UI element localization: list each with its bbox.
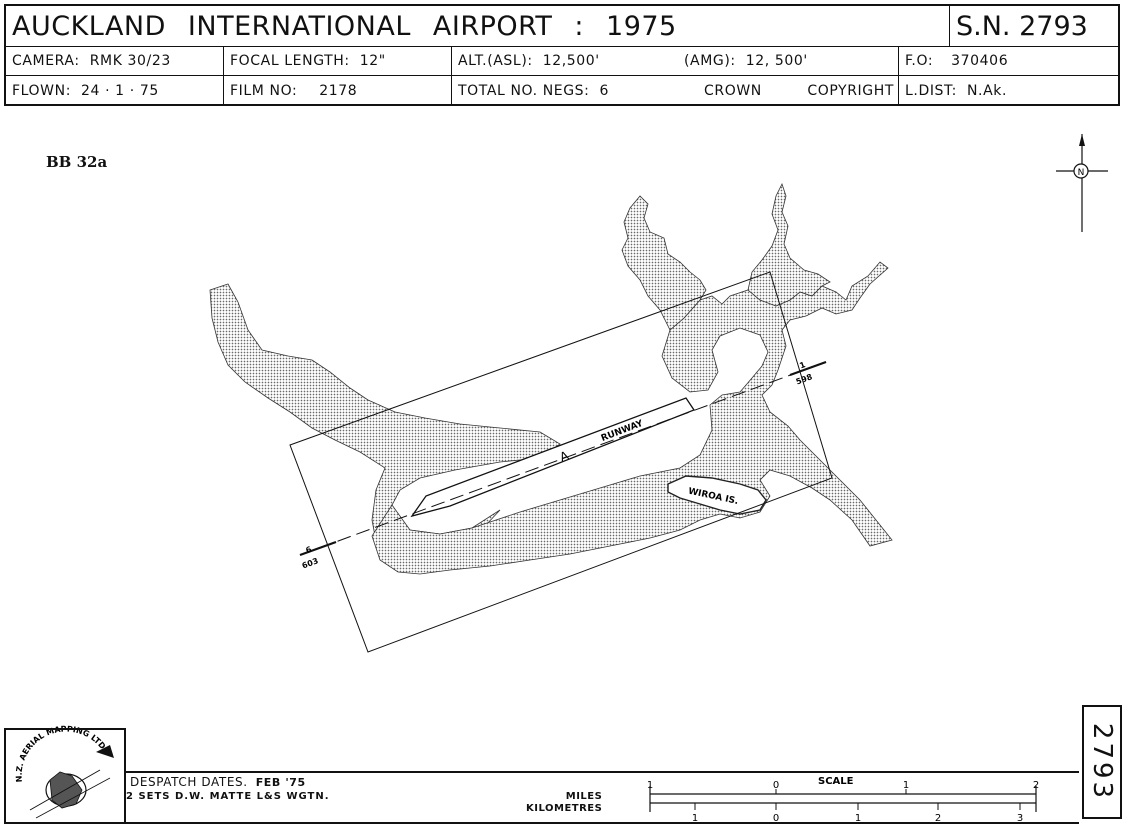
title-block: AUCKLAND INTERNATIONAL AIRPORT : 1975 S.…	[4, 4, 1120, 106]
flight-start-frame: 603	[301, 556, 320, 570]
sortie-number: S.N. 2793	[956, 10, 1088, 42]
north-arrow: N	[1056, 134, 1108, 232]
title-row: AUCKLAND INTERNATIONAL AIRPORT : 1975 S.…	[6, 6, 1118, 47]
scale-units: MILES KILOMETRES	[526, 791, 603, 814]
miles-tick: 0	[773, 780, 779, 791]
km-tick: 1	[855, 813, 861, 824]
photo-coverage-frame	[289, 271, 833, 653]
film-number-cell: FILM NO:2178	[224, 75, 452, 106]
total-negs-cell: TOTAL NO. NEGS:6	[458, 82, 609, 99]
km-tick: 3	[1017, 813, 1023, 824]
camera-cell: CAMERA:RMK 30/23	[6, 46, 224, 75]
title-word: :	[574, 10, 585, 42]
miles-tick: 2	[1033, 780, 1039, 791]
footer-block: DESPATCH DATES.FEB '75 2 SETS D.W. MATTE…	[4, 728, 1079, 824]
title-word: 1975	[606, 10, 677, 42]
scale-bar: SCALE 1 0 1 2 1 0 1 2 3	[647, 776, 1039, 824]
despatch-line: DESPATCH DATES.FEB '75	[130, 775, 306, 789]
flight-end-neg: 1	[798, 360, 807, 371]
flight-end-frame: 598	[795, 372, 814, 386]
map-reference: BB 32a	[46, 153, 108, 171]
altitude-asl-cell: ALT.(ASL):12,500'	[458, 52, 600, 69]
harbour-north-inlet-east	[747, 182, 831, 307]
runway	[410, 397, 695, 518]
north-label: N	[1078, 168, 1085, 178]
miles-tick: 1	[903, 780, 909, 791]
km-tick: 2	[935, 813, 941, 824]
fo-cell: F.O:370406	[905, 52, 1009, 69]
flown-cell: FLOWN:24 · 1 · 75	[6, 75, 224, 106]
harbour-north-inlet-west	[621, 195, 707, 331]
km-tick: 1	[692, 813, 698, 824]
map-title: AUCKLAND INTERNATIONAL AIRPORT : 1975	[6, 6, 950, 46]
metadata-row-1: CAMERA:RMK 30/23 FOCAL LENGTH:12" ALT.(A…	[6, 46, 1118, 76]
km-tick: 0	[773, 813, 779, 824]
title-word: INTERNATIONAL	[187, 10, 411, 42]
altitude-amg-cell: (AMG):12, 500'	[678, 46, 899, 75]
sets-line: 2 SETS D.W. MATTE L&S WGTN.	[126, 791, 330, 802]
despatch-strip: DESPATCH DATES.FEB '75 2 SETS D.W. MATTE…	[126, 771, 1079, 824]
focal-length-cell: FOCAL LENGTH:12"	[224, 46, 452, 75]
flight-start-neg: 6	[305, 545, 314, 556]
scale-title: SCALE	[818, 776, 854, 787]
flight-line	[299, 360, 827, 557]
title-word: AUCKLAND	[12, 10, 166, 42]
metadata-row-2: FLOWN:24 · 1 · 75 FILM NO:2178 TOTAL NO.…	[6, 75, 1118, 106]
miles-tick: 1	[647, 780, 653, 791]
title-word: AIRPORT	[432, 10, 553, 42]
logo-box	[4, 728, 126, 824]
side-sortie-number: 2793	[1082, 705, 1122, 819]
wiroa-island	[667, 475, 767, 515]
ldist-cell: L.DIST:N.Ak.	[905, 82, 1008, 99]
